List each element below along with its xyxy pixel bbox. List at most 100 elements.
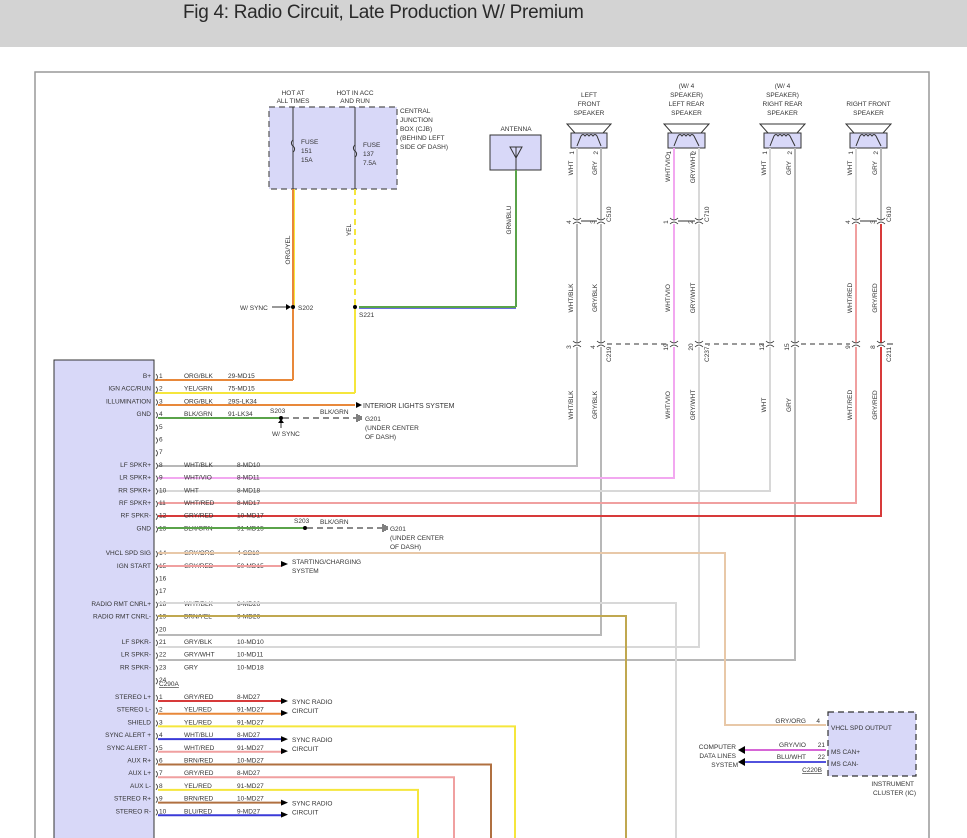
speaker-label: LEFT: [581, 92, 597, 99]
radio-pin-function: LR SPKR+: [119, 475, 151, 482]
arrow-sync-icon: [281, 799, 288, 806]
speaker-pin: 1: [569, 151, 576, 155]
speaker-box: [570, 132, 608, 149]
ground-wire-label-lower: BLK/GRN: [320, 519, 349, 526]
pin-terminal-icon: [155, 576, 158, 583]
instrument-cluster: VHCL SPD OUTPUT MS CAN+ MS CAN- 4 21 22 …: [699, 711, 917, 797]
radio-pin-row: 24: [155, 677, 167, 685]
radio-wire-color: ORG/BLK: [184, 398, 214, 405]
speaker-wire-minus: [158, 347, 882, 517]
connector-c220b: C220B: [802, 767, 822, 774]
speaker-pin: 2: [593, 151, 600, 155]
radio-wire-circuit: 10-MD18: [237, 664, 264, 671]
speaker-label: SPEAKER): [670, 92, 703, 99]
speaker-wire-label-upper: GRY: [592, 160, 599, 175]
pin-terminal-icon: [155, 513, 158, 520]
pin-terminal-icon: [155, 770, 158, 778]
radio-wire-circuit: 91-MD27: [237, 745, 264, 752]
speaker-pin: 1: [666, 151, 673, 155]
radio-pin-function: AUX R+: [127, 758, 151, 765]
radio-pin-function: STEREO L+: [115, 694, 151, 701]
radio-pin-number: 1: [159, 694, 163, 701]
radio-wire-circuit: 29-MD15: [228, 373, 255, 380]
radio-pin-number: 2: [159, 386, 163, 393]
ic-pin-21: 21: [818, 742, 826, 749]
ground-g201-desc2-lower: OF DASH): [390, 544, 421, 551]
connector-pin-number: 20: [688, 343, 695, 351]
arrow-sync-icon: [281, 710, 288, 716]
starting-charging-dest: STARTING/CHARGING SYSTEM: [281, 559, 361, 575]
speaker-wire-label-upper: GRY: [872, 160, 879, 175]
pin-terminal-icon: [155, 652, 158, 659]
wire-pin18-rmt: [158, 602, 677, 838]
radio-pin-number: 22: [159, 652, 167, 659]
speaker-label: SPEAKER: [574, 110, 605, 117]
radio-pin-number: 4: [159, 732, 163, 739]
pin-terminal-icon: [155, 694, 158, 702]
connector-pin-number: 19: [663, 343, 670, 351]
connector-pin-icon: [596, 340, 606, 348]
pin-terminal-icon: [155, 399, 158, 406]
pin-terminal-icon: [155, 707, 158, 714]
speaker-label: RIGHT REAR: [763, 101, 803, 108]
connector-pin-icon: [851, 340, 861, 348]
radio-pin-number: 12: [159, 513, 167, 520]
pin-terminal-icon: [155, 627, 158, 634]
cjb-label-3: BOX (CJB): [400, 126, 432, 133]
radio-wire-color: WHT: [184, 487, 199, 494]
speaker-pin: 1: [762, 151, 769, 155]
radio-pin-function: STEREO R+: [114, 796, 151, 803]
starting-charging-label-2: SYSTEM: [292, 568, 319, 575]
ic-wire-label-4: GRY/ORG: [775, 718, 806, 725]
radio-pin-number: 5: [159, 745, 163, 752]
pin-terminal-icon: [155, 614, 158, 621]
radio-wire-color: WHT/VIO: [184, 475, 212, 482]
ground-wire-label-upper: BLK/GRN: [320, 409, 349, 416]
radio-pin-function: RR SPKR+: [118, 487, 151, 494]
pin-terminal-icon: [155, 386, 158, 393]
speaker-wire-label-upper: WHT: [847, 161, 854, 176]
radio-wire-circuit: 8-MD17: [237, 500, 261, 507]
radio-wire-color: WHT/BLK: [184, 601, 214, 608]
pin-terminal-icon: [155, 720, 158, 727]
radio-pin-number: 1: [159, 373, 163, 380]
fuse-137-icon: [352, 144, 358, 158]
radio-wire-color: BRN/YEL: [184, 614, 212, 621]
radio-pin-function: IGN START: [117, 563, 151, 570]
radio-pin-row: 20: [155, 626, 167, 634]
speaker-horn-icon: [662, 123, 711, 134]
figure-header: Fig 4: Radio Circuit, Late Production W/…: [0, 0, 967, 47]
starting-charging-label: STARTING/CHARGING: [292, 559, 361, 566]
pin-terminal-icon: [155, 526, 158, 533]
radio-pin-function: LR SPKR-: [121, 652, 151, 659]
radio-wire-circuit: 29S-LK34: [228, 398, 257, 405]
splice-s202: [291, 305, 295, 309]
fuse-137-label: FUSE: [363, 142, 381, 149]
radio-wire-color: WHT/BLK: [184, 462, 214, 469]
speaker-label: LEFT REAR: [669, 101, 705, 108]
connector-pin-number: 8: [870, 345, 877, 349]
radio-wire-color: BRN/RED: [184, 758, 214, 765]
cjb-label-5: SIDE OF DASH): [400, 144, 448, 151]
interior-lights-label: INTERIOR LIGHTS SYSTEM: [363, 403, 455, 410]
antenna: ANTENNA GRN/BLU: [359, 126, 542, 309]
ground-icon-lower: [382, 524, 388, 532]
pin-terminal-icon: [155, 758, 158, 765]
radio-wire-circuit: 10-MD10: [237, 639, 264, 646]
fuse-137-rating: 7.5A: [363, 160, 377, 167]
pin-terminal-icon: [155, 809, 158, 816]
pin-terminal-icon: [155, 449, 158, 457]
pin-terminal-icon: [155, 732, 158, 740]
arrow-sync-icon: [281, 748, 288, 755]
sync-radio-label: SYNC RADIO: [292, 737, 332, 744]
